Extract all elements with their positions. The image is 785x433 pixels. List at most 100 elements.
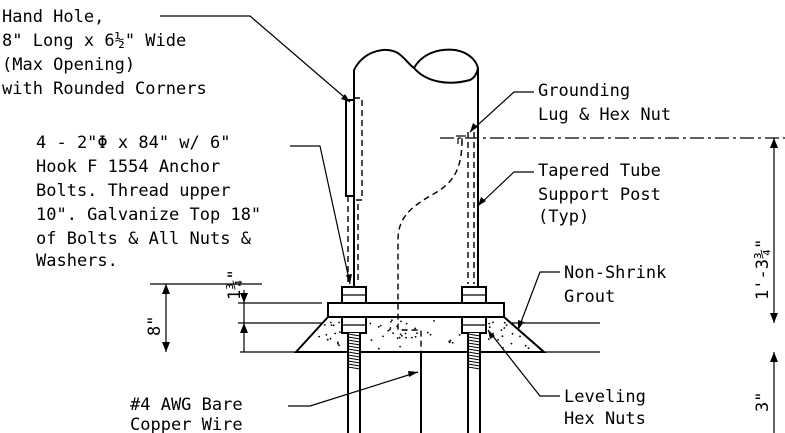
bolt-thread <box>347 339 361 343</box>
grout-stipple <box>391 319 393 322</box>
grout-stipple <box>510 342 513 345</box>
grout-stipple <box>396 337 399 339</box>
grout-stipple <box>370 339 373 342</box>
grout-stipple <box>492 321 494 324</box>
grout-stipple <box>329 321 332 324</box>
bolt-thread <box>467 351 481 355</box>
grout-stipple <box>329 337 332 340</box>
grout-stipple <box>399 345 401 348</box>
anchor-bolt-hidden-lines <box>347 132 475 284</box>
bolt-thread <box>347 366 361 370</box>
grout-stipple <box>387 329 390 332</box>
non-shrink-grout <box>293 316 547 353</box>
grout-stipple <box>487 338 490 340</box>
grout-stipple <box>429 333 432 336</box>
grout-stipple <box>488 322 491 325</box>
ground-wire-note: #4 AWG Bare Copper Wire <box>130 395 253 433</box>
bolt-thread <box>347 357 361 361</box>
grout-stipple <box>399 333 402 336</box>
grout-stipple <box>448 340 451 343</box>
bolt-thread <box>467 348 481 352</box>
bolt-thread <box>347 336 361 340</box>
grout-stipple <box>390 321 392 323</box>
base-plate <box>327 302 505 318</box>
grout-stipple <box>524 344 527 347</box>
grout-stipple <box>411 336 413 339</box>
grout-stipple <box>501 335 504 338</box>
bolt-thread <box>467 345 481 349</box>
dimension-lug-height: 1'-3¾" <box>753 138 778 323</box>
grout-stipple <box>503 327 506 329</box>
grout-stipple <box>377 347 380 350</box>
grout-stipple <box>414 327 416 330</box>
dimension-grout-depth: 3" <box>753 352 778 433</box>
grout-stipple <box>388 328 391 331</box>
plate-height-label: 1¾" <box>225 269 245 300</box>
leveling-nuts-note: Leveling Hex Nuts <box>564 387 656 429</box>
anchor-bolt-note: 4 - 2"Φ x 84" w/ 6" Hook F 1554 Anchor B… <box>36 133 271 271</box>
leader-lines <box>160 15 560 407</box>
grout-stipple <box>405 336 407 339</box>
tapered-tube-note: Tapered Tube Support Post (Typ) <box>538 161 671 227</box>
bolt-thread <box>347 345 361 349</box>
bolt-thread <box>467 366 481 370</box>
grout-stipple <box>414 335 417 338</box>
bolt-thread <box>347 348 361 352</box>
grout-stipple <box>449 339 452 342</box>
non-shrink-grout-note: Non-Shrink Grout <box>564 263 677 307</box>
grout-stipple <box>451 341 454 344</box>
lug-height-label: 1'-3¾" <box>753 239 773 300</box>
grout-stipple <box>488 326 491 329</box>
dimension-total-height: 8" <box>145 283 262 352</box>
grout-stipple <box>519 335 521 338</box>
grout-stipple <box>318 335 320 338</box>
grout-stipple <box>377 326 380 328</box>
grout-stipple <box>325 333 328 336</box>
grout-stipple <box>337 342 339 345</box>
grout-stipple <box>433 320 435 322</box>
anchor-bolts <box>347 333 481 433</box>
bolt-thread <box>347 360 361 364</box>
bolt-thread <box>347 342 361 346</box>
hand-hole <box>345 97 363 201</box>
foundation-lines <box>238 322 600 353</box>
grout-stipple <box>458 334 461 336</box>
grout-stipple <box>396 325 398 328</box>
bolt-thread <box>467 339 481 343</box>
dimension-plate-height: 1¾" <box>225 269 322 352</box>
bolt-thread <box>467 342 481 346</box>
grout-stipple <box>511 332 514 335</box>
tapered-tube-post <box>353 48 479 286</box>
grout-stipple <box>392 332 394 335</box>
bolt-thread <box>467 357 481 361</box>
bolt-thread <box>347 351 361 355</box>
grout-stipple <box>404 332 407 335</box>
grout-stipple <box>326 338 329 341</box>
grout-stipple <box>389 327 392 329</box>
grout-stipple <box>400 320 402 323</box>
grout-stipple <box>426 331 429 334</box>
grout-stipple <box>416 332 418 334</box>
bolt-thread <box>347 333 361 337</box>
grout-stipple <box>339 331 341 333</box>
leveling-hex-nuts <box>341 286 487 334</box>
grout-stipple <box>401 334 403 337</box>
grout-stipple <box>398 336 401 339</box>
grout-stipple <box>369 322 372 325</box>
grounding-lug <box>456 135 466 144</box>
grout-stipple <box>338 321 341 324</box>
bolt-thread <box>467 336 481 340</box>
grout-stipple <box>379 324 382 327</box>
hand-hole-note: Hand Hole, 8" Long x 6½" Wide (Max Openi… <box>2 7 207 99</box>
grounding-lug-note: Grounding Lug & Hex Nut <box>538 81 671 125</box>
grout-stipple <box>500 329 503 331</box>
grout-stipple <box>503 321 506 324</box>
bolt-thread <box>467 360 481 364</box>
total-height-label: 8" <box>145 316 165 336</box>
bolt-thread <box>467 363 481 367</box>
bolt-thread <box>347 363 361 367</box>
bolt-thread <box>347 354 361 358</box>
grout-stipple <box>330 324 333 326</box>
grout-stipple <box>337 341 339 344</box>
grout-depth-label: 3" <box>753 392 773 412</box>
